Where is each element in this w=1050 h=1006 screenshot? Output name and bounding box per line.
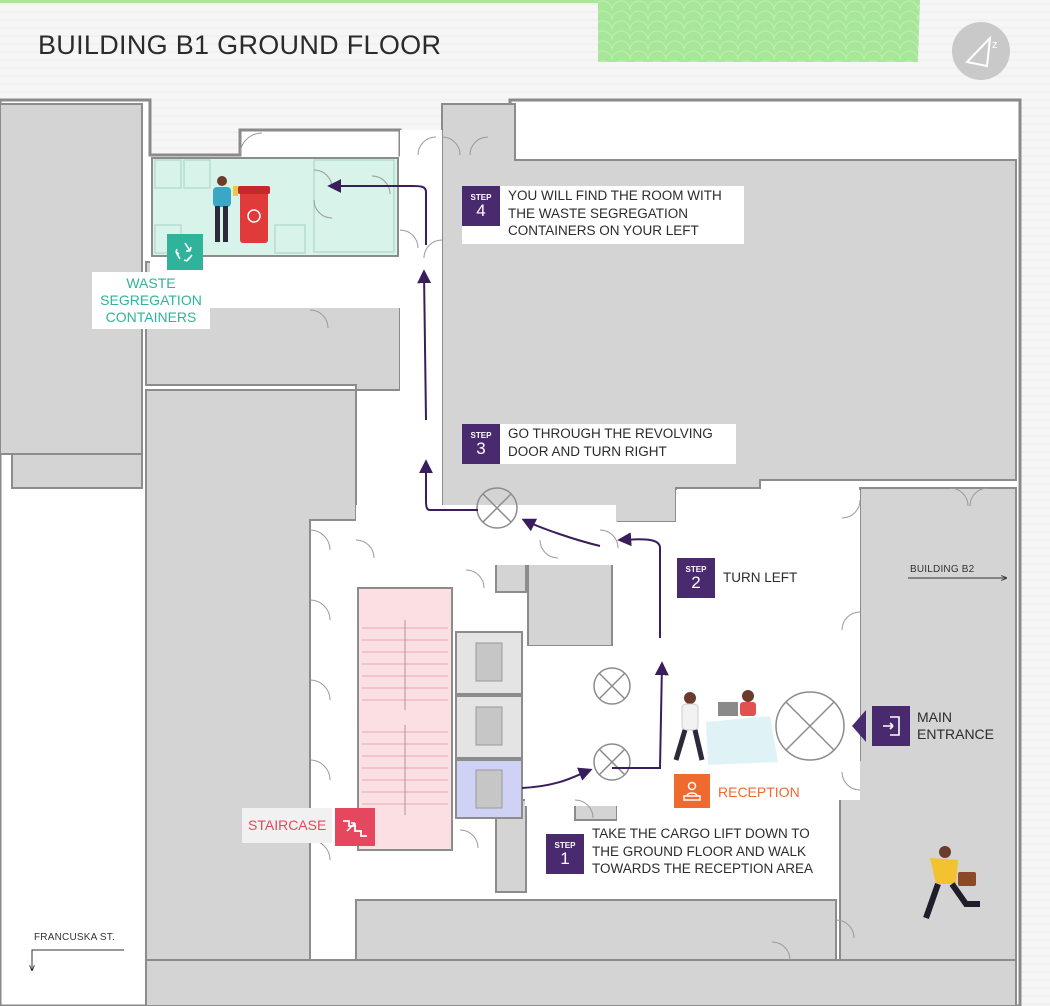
revolving-door-lobby-a bbox=[593, 667, 631, 705]
compass-icon: z bbox=[952, 22, 1010, 80]
top-green-strip bbox=[0, 0, 600, 3]
corridor-north bbox=[400, 130, 442, 550]
step-1-badge: STEP 1 bbox=[546, 834, 584, 874]
walking-person bbox=[923, 846, 980, 919]
street-label: FRANCUSKA ST. bbox=[34, 932, 115, 943]
step-3-text: GO THROUGH THE REVOLVING DOOR AND TURN R… bbox=[508, 426, 713, 459]
recycle-icon bbox=[167, 234, 203, 270]
person-reception bbox=[673, 692, 705, 761]
step-1: STEP 1 TAKE THE CARGO LIFT DOWN TO THE G… bbox=[546, 824, 832, 882]
lifts bbox=[455, 631, 523, 819]
block-west-strip bbox=[11, 453, 143, 489]
step-1-text: TAKE THE CARGO LIFT DOWN TO THE GROUND F… bbox=[592, 826, 814, 876]
block-small-a bbox=[495, 561, 527, 593]
staircase-label: STAIRCASE bbox=[242, 808, 333, 843]
revolving-door-main bbox=[775, 691, 845, 761]
route-leg-7 bbox=[327, 179, 427, 245]
step-3-badge: STEP 3 bbox=[462, 424, 500, 464]
step-3: STEP 3 GO THROUGH THE REVOLVING DOOR AND… bbox=[462, 424, 736, 464]
svg-text:z: z bbox=[992, 39, 998, 51]
step-4: STEP 4 YOU WILL FIND THE ROOM WITH THE W… bbox=[462, 186, 744, 244]
street-arrow bbox=[32, 949, 124, 970]
route-leg-2 bbox=[612, 661, 669, 769]
stair-treads bbox=[362, 620, 448, 815]
door-swings bbox=[239, 132, 989, 961]
waste-containers-label: WASTE SEGREGATION CONTAINERS bbox=[92, 272, 210, 329]
person-waste-room bbox=[213, 176, 238, 242]
green-area bbox=[598, 0, 920, 62]
route-leg-3 bbox=[617, 532, 661, 638]
route-leg-5 bbox=[419, 459, 478, 511]
stairs-icon bbox=[335, 808, 375, 846]
corridors bbox=[150, 130, 860, 895]
map-title: BUILDING B1 GROUND FLOOR bbox=[38, 30, 442, 60]
entrance-arrow bbox=[852, 710, 866, 742]
block-small-b bbox=[527, 561, 613, 647]
lift-lobby bbox=[525, 646, 620, 806]
block-south bbox=[145, 959, 1017, 1006]
reception-desk bbox=[706, 690, 778, 765]
route-leg-4 bbox=[521, 518, 601, 547]
route-leg-6 bbox=[417, 269, 432, 421]
revolving-doors bbox=[476, 487, 845, 781]
block-south-inner bbox=[355, 899, 837, 961]
revolving-door-lobby-b bbox=[593, 743, 631, 781]
main-entrance-label: MAIN ENTRANCE bbox=[917, 709, 995, 742]
reception-desk-icon bbox=[674, 774, 710, 808]
building-b2-label: BUILDING B2 bbox=[910, 564, 975, 575]
step-2: STEP 2 TURN LEFT bbox=[677, 558, 805, 598]
step-4-badge: STEP 4 bbox=[462, 186, 500, 226]
step-4-text: YOU WILL FIND THE ROOM WITH THE WASTE SE… bbox=[508, 188, 722, 238]
block-northeast bbox=[441, 103, 1017, 529]
reception-label: RECEPTION bbox=[718, 784, 800, 800]
revolving-door-north bbox=[476, 487, 518, 529]
route bbox=[327, 179, 669, 789]
route-leg-1 bbox=[521, 767, 593, 789]
step-2-text: TURN LEFT bbox=[723, 570, 798, 585]
red-waste-bin bbox=[238, 186, 270, 243]
corridor-revolving bbox=[356, 505, 616, 565]
door-entrance-icon bbox=[872, 706, 910, 746]
step-2-badge: STEP 2 bbox=[677, 558, 715, 598]
